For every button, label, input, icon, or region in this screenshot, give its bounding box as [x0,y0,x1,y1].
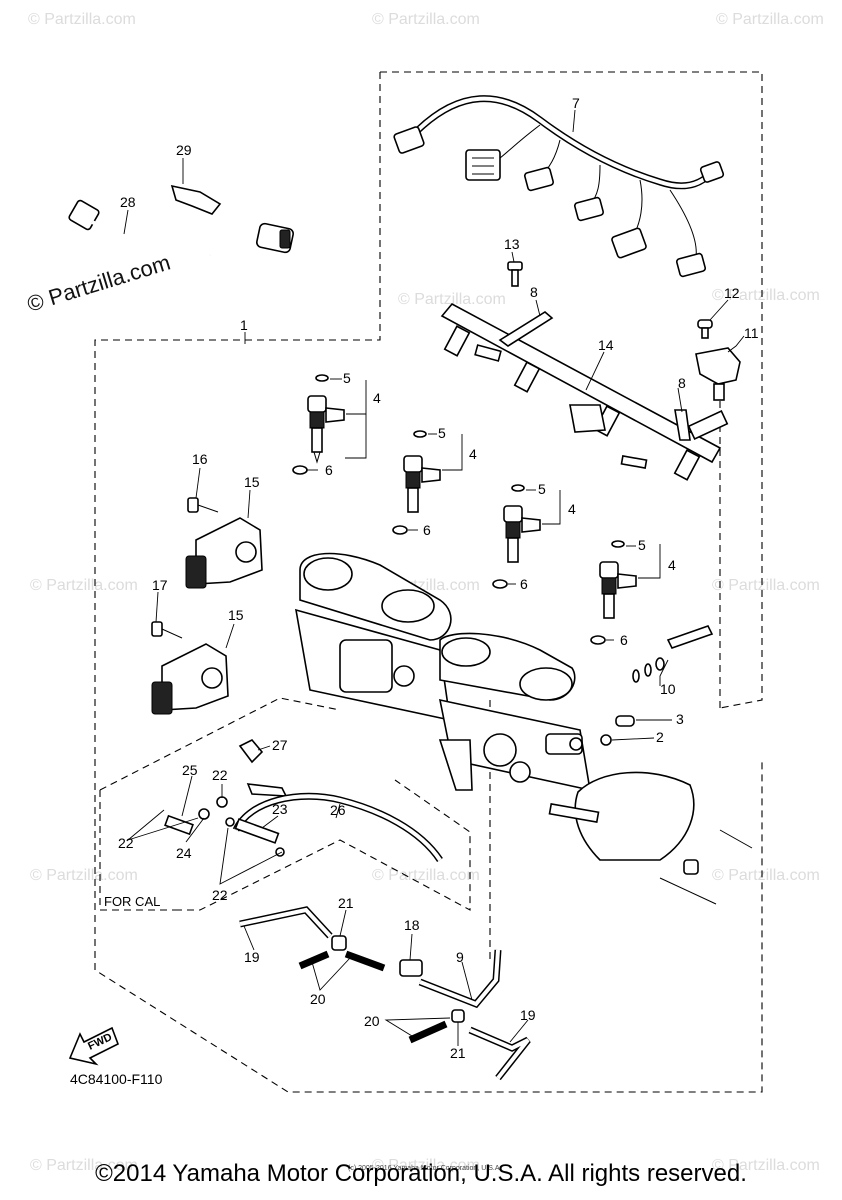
callout-4: 4 [568,501,576,517]
callout-28: 28 [120,194,136,210]
watermark: © Partzilla.com [712,287,820,304]
callout-24: 24 [176,845,192,861]
callout-19: 19 [520,1007,536,1023]
callout-15: 15 [244,474,260,490]
watermark: © Partzilla.com [30,577,138,594]
seal-part-6 [292,465,606,645]
watermark: © Partzilla.com [712,1157,820,1174]
assembly-boundary [94,71,763,1093]
watermark: © Partzilla.com [30,867,138,884]
watermark: © Partzilla.com [712,867,820,884]
callout-1: 1 [240,317,248,333]
callout-20: 20 [364,1013,380,1029]
cap-part-3 [615,715,635,727]
watermark: © Partzilla.com [712,577,820,594]
callout-8: 8 [530,284,538,300]
callout-5: 5 [343,370,351,386]
callout-22: 22 [118,835,134,851]
o-ring-part-5 [315,374,625,548]
copyright-footer: ©2014 Yamaha Motor Corporation, U.S.A. A… [95,1160,747,1187]
pressure-sensor-part-11 [695,347,741,401]
watermark: © Partzilla.com [28,11,136,28]
injector-part-4 [503,505,541,563]
for-cal-label: FOR CAL [104,894,160,909]
callout-14: 14 [598,337,614,353]
callout-3: 3 [676,711,684,727]
callout-16: 16 [192,451,208,467]
small-credit: (c) 2005-2016 Yamaha Motor Corporation, … [348,1165,501,1172]
watermark: © Partzilla.com [372,1157,480,1174]
partzilla-watermark-main: © Partzilla.com [24,250,173,317]
callout-4: 4 [668,557,676,573]
throttle-sensor-part-15 [185,517,263,589]
callout-21: 21 [338,895,354,911]
callout-19: 19 [244,949,260,965]
bolt-part-13 [507,261,523,287]
callout-5: 5 [538,481,546,497]
vacuum-hose-assembly [239,906,531,1081]
callout-6: 6 [325,462,333,478]
callout-9: 9 [456,949,464,965]
callout-25: 25 [182,762,198,778]
callout-13: 13 [504,236,520,252]
callout-5: 5 [638,537,646,553]
screw-part-16 [187,497,219,513]
watermark: © Partzilla.com [398,291,506,308]
callout-6: 6 [520,576,528,592]
callout-5: 5 [438,425,446,441]
watermark: © Partzilla.com [372,11,480,28]
injector-part-4 [307,395,345,464]
screw-set-part-10 [632,625,714,683]
callout-22: 22 [212,767,228,783]
callout-26: 26 [330,802,346,818]
hose-clip-part-29 [170,184,222,215]
callout-17: 17 [152,577,168,593]
callout-20: 20 [310,991,326,1007]
callout-22: 22 [212,887,228,903]
throttle-sensor-part-15 [151,643,229,715]
callout-18: 18 [404,917,420,933]
callout-7: 7 [572,95,580,111]
fwd-arrow-icon: FWD [68,1026,120,1066]
injector-part-4 [599,561,637,619]
for-cal-assembly [164,739,443,862]
callout-10: 10 [660,681,676,697]
callout-11: 11 [744,325,759,341]
callout-29: 29 [176,142,192,158]
callout-8: 8 [678,375,686,391]
hose-part-8 [498,311,691,441]
injector-part-4 [403,455,441,513]
callout-23: 23 [272,801,288,817]
callout-6: 6 [423,522,431,538]
wire-harness-part-7 [393,95,725,278]
screw-part-12 [697,319,713,339]
callout-labels: 7 29 28 13 8 12 1 11 14 5 8 4 5 4 16 6 1… [118,95,759,1061]
watermark: © Partzilla.com [716,11,824,28]
watermark: © Partzilla.com [30,1157,138,1174]
callout-12: 12 [724,285,740,301]
callout-4: 4 [469,446,477,462]
callout-27: 27 [272,737,288,753]
callout-15: 15 [228,607,244,623]
screw-part-17 [151,621,183,639]
throttle-cover [548,771,753,905]
fuel-rail-part-14 [440,302,729,481]
callout-6: 6 [620,632,628,648]
callout-4: 4 [373,390,381,406]
callout-2: 2 [656,729,664,745]
callout-leaders [123,109,745,1046]
watermark: © Partzilla.com [372,867,480,884]
diagram-code: 4C84100-F110 [70,1071,163,1087]
callout-21: 21 [450,1045,466,1061]
fuel-hose-part-28 [68,199,294,280]
throttle-body-part-1 [294,552,591,792]
spring-part-2 [600,734,612,746]
